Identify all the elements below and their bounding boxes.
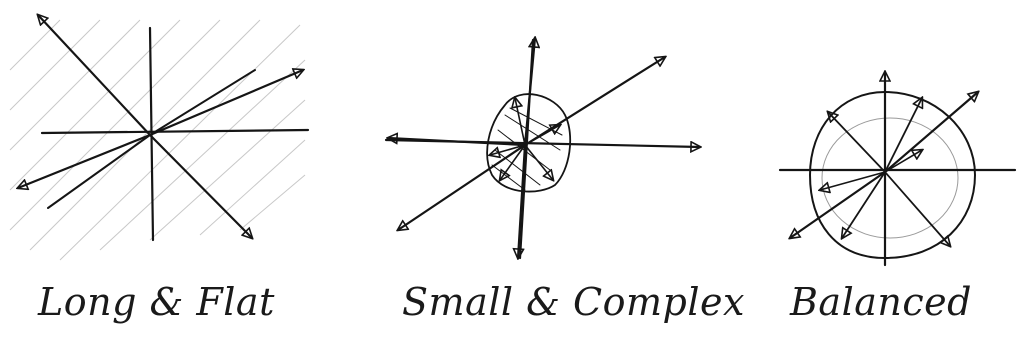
vector-low-left xyxy=(47,134,151,209)
vector-down-right xyxy=(884,171,950,246)
panel-small-and-complex xyxy=(384,38,700,258)
vector-down xyxy=(518,143,527,258)
vector-down-left-short xyxy=(842,171,886,238)
vector-up-right xyxy=(883,92,978,174)
vector-down-left xyxy=(18,133,152,188)
shading-hatch xyxy=(9,19,306,261)
vector-up-right xyxy=(523,57,665,147)
vector-down-right xyxy=(148,133,252,238)
caption-balanced: Balanced xyxy=(790,280,972,324)
vector-up-right xyxy=(148,70,303,137)
vector-short-left xyxy=(820,171,886,190)
direction-vectors xyxy=(18,15,310,242)
caption-small-and-complex: Small & Complex xyxy=(402,280,745,324)
panel-long-and-flat xyxy=(9,15,310,261)
vector-up-left xyxy=(38,15,152,137)
vector-left xyxy=(388,138,527,147)
vector-down-left xyxy=(398,143,527,230)
inner-ring xyxy=(821,117,959,239)
vector-mid-right xyxy=(149,69,256,136)
panel-balanced xyxy=(778,72,1017,267)
vector-up xyxy=(884,98,922,173)
vector-short-right xyxy=(884,150,922,173)
vector-down-left xyxy=(790,170,887,238)
vector-up-left xyxy=(828,112,886,173)
vector-up xyxy=(523,38,535,147)
short-vectors xyxy=(490,98,560,180)
horizontal-axis xyxy=(40,128,310,135)
caption-long-and-flat: Long & Flat xyxy=(38,280,275,324)
